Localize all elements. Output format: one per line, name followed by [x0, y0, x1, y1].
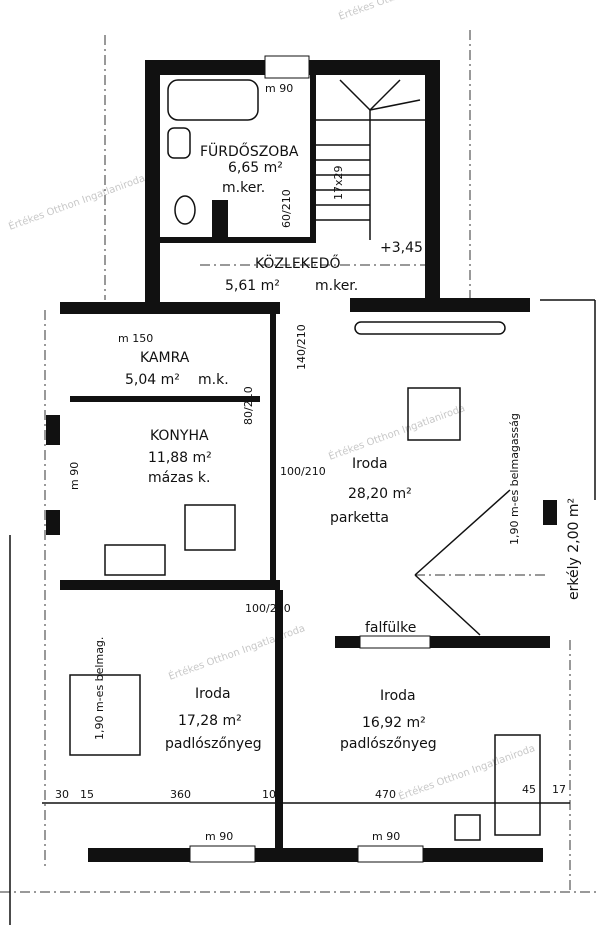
room-office-main: Iroda 28,20 m² parketta falfülke 1,90 m-… [295, 324, 521, 636]
box-icon [454, 814, 481, 841]
door-label: 100/210 [280, 465, 326, 478]
window-label: m 90 [265, 82, 293, 95]
dimension: 17 [552, 783, 566, 796]
dimension-line: 30 15 360 10 470 45 17 [42, 783, 570, 804]
watermark: Értékes Otthon Ingatlaniroda [337, 0, 477, 23]
room-name: Iroda [352, 456, 388, 472]
bathtub-icon [167, 79, 259, 121]
stove-icon [104, 544, 166, 576]
watermark: Értékes Otthon Ingatlaniroda [7, 171, 147, 233]
window-label: m 90 [68, 462, 81, 490]
room-bathroom: FÜRDŐSZOBA 6,65 m² m.ker. m 90 60/210 [200, 82, 299, 228]
heater-icon [212, 200, 228, 240]
door-label: 100/210 [245, 602, 291, 615]
level-marker: +3,45 [380, 240, 423, 256]
desk-icon [69, 674, 141, 756]
toilet-icon [174, 195, 196, 225]
stairs-icon [316, 79, 425, 240]
room-area: 5,61 m² [225, 278, 280, 294]
room-floor: mázas k. [148, 470, 210, 486]
axis-lines [0, 30, 600, 925]
kitchen-table-icon [184, 504, 236, 551]
watermark: Értékes Otthon Ingatlaniroda [167, 621, 307, 683]
room-name: FÜRDŐSZOBA [200, 142, 299, 160]
window-label: m 90 [205, 830, 233, 843]
room-name: KONYHA [150, 428, 209, 444]
dimension: 360 [170, 788, 191, 801]
room-area: 11,88 m² [148, 450, 212, 466]
window-label: m 90 [372, 830, 400, 843]
room-office-right: Iroda 16,92 m² padlószőnyeg m 90 [340, 688, 437, 843]
dimension: 470 [375, 788, 396, 801]
room-name: Iroda [380, 688, 416, 704]
bench-icon [354, 321, 506, 335]
room-name: KAMRA [140, 350, 190, 366]
room-area: 28,20 m² [348, 486, 412, 502]
dimension: 15 [80, 788, 94, 801]
room-floor: m.k. [198, 372, 229, 388]
room-area: 16,92 m² [362, 715, 426, 731]
room-area: 5,04 m² [125, 372, 180, 388]
room-office-left: Iroda 17,28 m² padlószőnyeg 1,90 m-es be… [93, 602, 291, 843]
room-floor: m.ker. [315, 278, 358, 294]
sink-icon [167, 127, 191, 159]
cabinet-icon [494, 734, 541, 836]
stairs-size: 17x29 [332, 165, 345, 200]
watermark: Értékes Otthon Ingatlaniroda [327, 401, 467, 463]
room-area: 6,65 m² [228, 160, 283, 176]
window-label: m 150 [118, 332, 153, 345]
room-kitchen: KONYHA 11,88 m² mázas k. m 90 100/210 [68, 428, 326, 490]
niche-label: falfülke [365, 620, 416, 636]
fixtures [69, 79, 545, 841]
room-name: KÖZLEKEDŐ [255, 254, 341, 272]
room-floor: parketta [330, 510, 389, 526]
room-area: 17,28 m² [178, 713, 242, 729]
walls [46, 55, 557, 863]
room-hallway: KÖZLEKEDŐ 5,61 m² m.ker. +3,45 [225, 240, 423, 294]
ceiling-height-note: 1,90 m-es belmag. [93, 637, 106, 740]
dimension: 45 [522, 783, 536, 796]
room-floor: padlószőnyeg [165, 736, 262, 752]
room-pantry: KAMRA 5,04 m² m.k. m 150 80/210 [118, 332, 255, 425]
room-floor: padlószőnyeg [340, 736, 437, 752]
balcony-label: erkély 2,00 m² [566, 498, 582, 600]
table-icon [407, 387, 461, 441]
room-name: Iroda [195, 686, 231, 702]
door-label: 60/210 [280, 189, 293, 228]
door-label: 140/210 [295, 324, 308, 370]
door-label: 80/210 [242, 386, 255, 425]
dimension: 30 [55, 788, 69, 801]
dimension: 10 [262, 788, 276, 801]
ceiling-height-note: 1,90 m-es belmagasság [508, 413, 521, 545]
room-floor: m.ker. [222, 180, 265, 196]
